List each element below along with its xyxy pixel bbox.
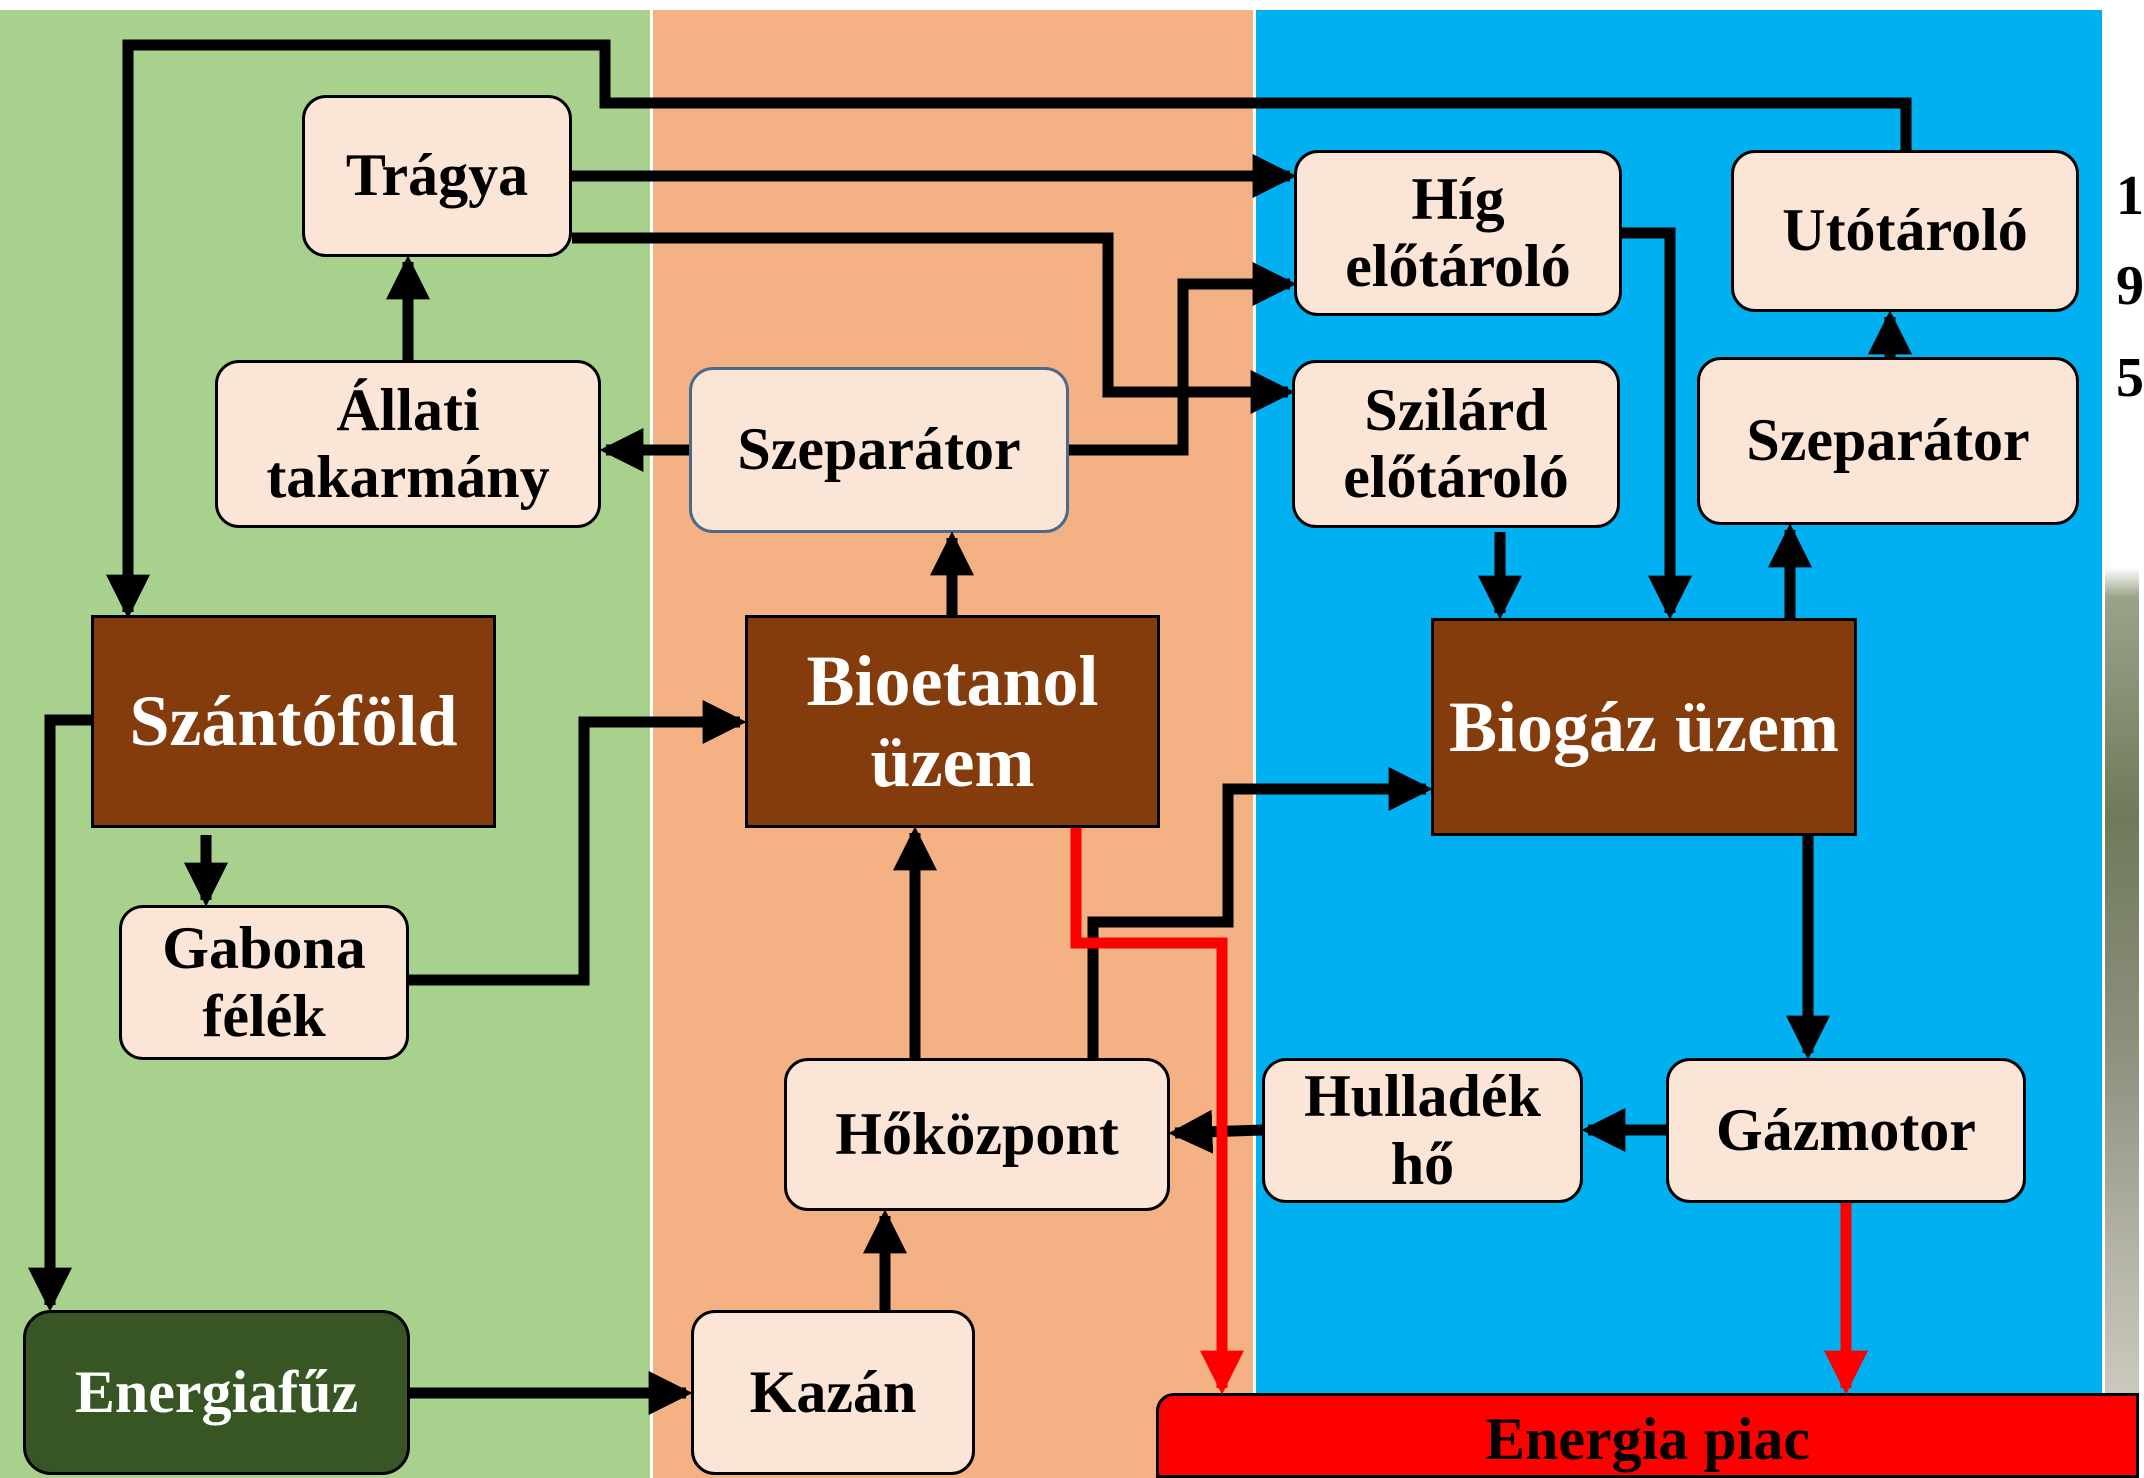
node-szilard-elotarolo: Szilárd előtároló: [1292, 360, 1620, 528]
node-tragya: Trágya: [302, 95, 572, 257]
node-szeparator-right-label: Szeparátor: [1746, 407, 2030, 474]
node-allati-takarmany-label: Állati takarmány: [266, 376, 550, 510]
node-szilard-elotarolo-label: Szilárd előtároló: [1343, 376, 1569, 510]
node-utotarolo: Utótároló: [1731, 150, 2079, 312]
node-hig-elotarolo: Híg előtároló: [1294, 150, 1622, 316]
node-gabona-felek-label: Gabona félék: [162, 915, 366, 1049]
node-energiafuz-label: Energiafűz: [74, 1358, 359, 1425]
node-hulladek-ho-label: Hulladék hő: [1304, 1063, 1541, 1197]
node-allati-takarmany: Állati takarmány: [215, 360, 601, 528]
node-utotarolo-label: Utótároló: [1782, 197, 2028, 264]
node-bioetanol-uzem-label: Bioetanol üzem: [806, 640, 1099, 802]
node-szantofold: Szántóföld: [91, 615, 496, 828]
node-biogaz-uzem: Biogáz üzem: [1431, 618, 1857, 836]
cropped-side-text-2: 9: [2116, 255, 2144, 317]
node-szeparator-right: Szeparátor: [1697, 357, 2079, 525]
node-tragya-label: Trágya: [345, 142, 529, 209]
node-hulladek-ho: Hulladék hő: [1262, 1058, 1583, 1203]
node-szantofold-label: Szántóföld: [129, 681, 458, 762]
node-szeparator-left: Szeparátor: [689, 367, 1069, 533]
node-energia-piac-label: Energia piac: [1485, 1406, 1810, 1472]
node-hig-elotarolo-label: Híg előtároló: [1345, 165, 1571, 299]
node-kazan: Kazán: [691, 1310, 975, 1475]
node-energiafuz: Energiafűz: [23, 1310, 410, 1475]
node-hokozpont-label: Hőközpont: [835, 1100, 1119, 1167]
node-hokozpont: Hőközpont: [784, 1058, 1170, 1211]
node-gazmotor-label: Gázmotor: [1716, 1096, 1976, 1163]
cropped-side-text-1: 1: [2116, 165, 2144, 227]
cropped-side-text-3: 5: [2116, 347, 2144, 409]
node-bioetanol-uzem: Bioetanol üzem: [745, 615, 1160, 828]
node-szeparator-left-label: Szeparátor: [737, 416, 1021, 483]
node-kazan-label: Kazán: [749, 1358, 917, 1425]
node-biogaz-uzem-label: Biogáz üzem: [1449, 686, 1839, 767]
node-energia-piac: Energia piac: [1156, 1393, 2139, 1478]
background-photo-strip: [2105, 10, 2139, 1478]
node-gabona-felek: Gabona félék: [119, 905, 409, 1060]
node-gazmotor: Gázmotor: [1666, 1058, 2026, 1203]
